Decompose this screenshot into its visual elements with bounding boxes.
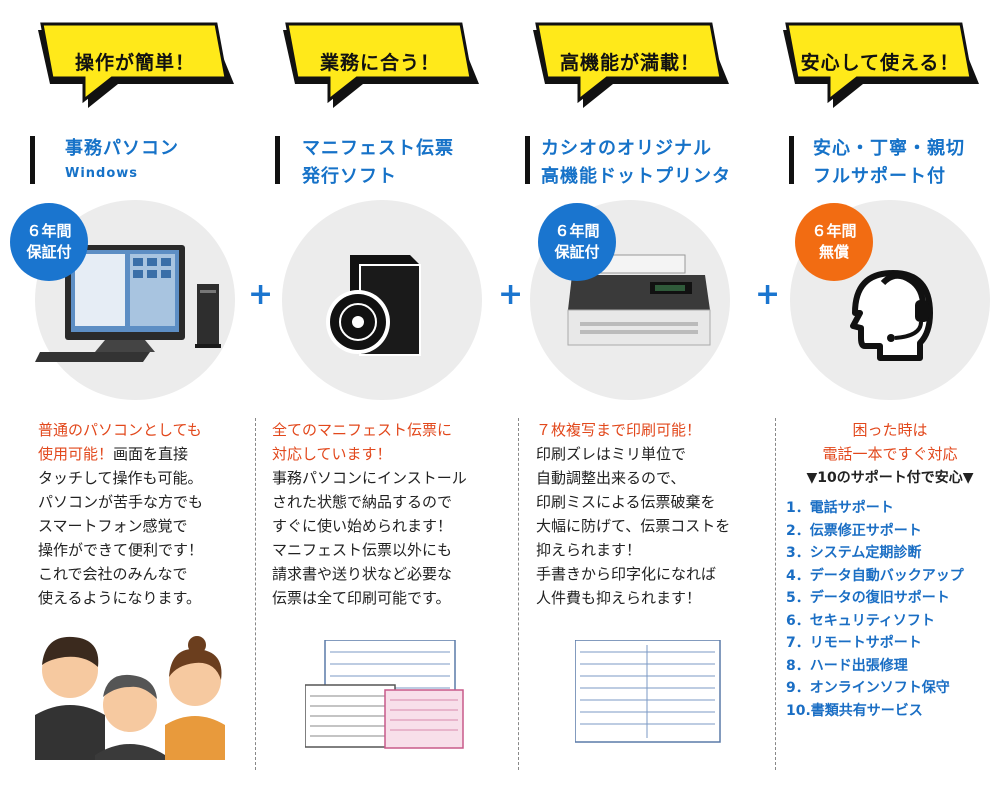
list-item: 2．伝票修正サポート	[786, 522, 922, 539]
body-text: 印刷ズレはミリ単位で	[536, 445, 687, 463]
body-text: 事務パソコンにインストール	[272, 469, 467, 487]
column-printer: 高機能が満載！ カシオのオリジナル 高機能ドットプリンタ	[525, 0, 755, 795]
heading-bar	[275, 136, 280, 184]
heading-line: 高機能ドットプリンタ	[541, 166, 731, 187]
column-divider	[518, 418, 519, 770]
body-text: 伝票は全て印刷可能です。	[272, 589, 451, 607]
heading-line: マニフェスト伝票	[302, 138, 454, 159]
bubble-text: 安心して使える！	[800, 52, 960, 74]
column-software: 業務に合う！ マニフェスト伝票 発行ソフト	[275, 0, 505, 795]
printer-icon	[567, 254, 711, 346]
body-text: これで会社のみんなで	[38, 565, 188, 583]
heading-line: 安心・丁寧・親切	[813, 138, 965, 159]
manifest-slips-image	[305, 640, 464, 749]
body-text: マニフェスト伝票以外にも	[272, 541, 453, 559]
badge-line: 保証付	[554, 243, 600, 261]
speech-bubble	[533, 22, 729, 108]
speech-bubble	[38, 22, 234, 108]
body-text: 自動調整出来るので、	[536, 469, 686, 487]
headset-icon	[850, 270, 933, 361]
body-text: 請求書や送り状など必要な	[272, 565, 453, 583]
description: 困った時は 電話一本ですぐ対応 ▼10のサポート付で安心▼	[780, 418, 1000, 490]
highlight-text: 対応しています！	[272, 445, 392, 463]
badge-line: ６年間	[554, 222, 600, 240]
description: ７枚複写まで印刷可能！ 印刷ズレはミリ単位で 自動調整出来るので、 印刷ミスによ…	[536, 418, 730, 610]
list-item: 8．ハード出張修理	[786, 657, 908, 674]
plus-sign: +	[498, 277, 524, 312]
free-support-badge: ６年間 無償	[795, 203, 873, 281]
column-divider	[775, 418, 776, 770]
highlight-text: 困った時は	[852, 421, 928, 439]
badge-line: ６年間	[26, 222, 72, 240]
speech-bubble	[783, 22, 979, 108]
bubble-text: 業務に合う！	[319, 52, 440, 74]
bubble-text: 高機能が満載！	[559, 52, 700, 74]
body-text: 画面を直接	[113, 445, 189, 463]
body-text: 印刷ミスによる伝票破棄を	[536, 493, 716, 511]
body-text: すぐに使い始められます！	[272, 517, 453, 535]
body-text: 人件費も抑えられます！	[536, 589, 702, 607]
heading-bar	[789, 136, 794, 184]
speech-bubble	[283, 22, 479, 108]
list-item: 3．システム定期診断	[786, 545, 922, 561]
office-people-illustration	[35, 636, 225, 760]
body-text: された状態で納品するので	[272, 493, 453, 511]
body-text: パソコンが苦手な方でも	[38, 493, 204, 511]
plus-sign: +	[755, 277, 781, 312]
body-text: 抑えられます！	[536, 541, 642, 559]
badge-line: ６年間	[811, 222, 857, 240]
body-text: タッチして操作も可能。	[38, 469, 203, 487]
highlight-text: 普通のパソコンとしても	[38, 421, 202, 439]
highlight-text: 電話一本ですぐ対応	[822, 445, 958, 463]
list-item: 6．セキュリティソフト	[786, 612, 935, 629]
body-text: スマートフォン感覚で	[38, 517, 188, 535]
heading-line: フルサポート付	[813, 166, 946, 187]
list-item: 5．データの復旧サポート	[786, 590, 950, 606]
plus-sign: +	[248, 277, 274, 312]
heading-bar	[30, 136, 35, 184]
highlight-text: 使用可能！	[38, 445, 114, 463]
list-item: 9．オンラインソフト保守	[786, 680, 950, 696]
column-support: 安心して使える！ 安心・丁寧・親切 フルサポート付	[775, 0, 1000, 795]
body-text: 操作ができて便利です！	[38, 541, 204, 559]
bubble-text: 操作が簡単！	[74, 52, 195, 74]
software-box-icon	[326, 255, 421, 356]
heading-bar	[525, 136, 530, 184]
support-title: ▼10のサポート付で安心▼	[806, 470, 974, 486]
body-text: 大幅に防げて、伝票コストを	[536, 517, 731, 535]
printed-slip-image	[575, 640, 721, 743]
badge-line: 無償	[818, 243, 849, 261]
highlight-text: 全てのマニフェスト伝票に	[272, 421, 453, 439]
list-item: 4．データ自動バックアップ	[786, 567, 964, 584]
highlight-text: ７枚複写まで印刷可能！	[536, 421, 702, 439]
support-list: 1．電話サポート 2．伝票修正サポート 3．システム定期診断 4．データ自動バッ…	[786, 497, 964, 722]
body-text: 手書きから印字化になれば	[536, 565, 717, 583]
list-item: 1．電話サポート	[786, 500, 894, 516]
column-divider	[255, 418, 256, 770]
warranty-badge: ６年間 保証付	[538, 203, 616, 281]
list-item: 10.書類共有サービス	[786, 702, 923, 719]
heading-line: カシオのオリジナル	[541, 138, 712, 159]
computer-icon	[35, 245, 221, 362]
warranty-badge: ６年間 保証付	[10, 203, 88, 281]
description: 全てのマニフェスト伝票に 対応しています！ 事務パソコンにインストール された状…	[272, 418, 467, 610]
heading-subline: Windows	[65, 166, 139, 181]
body-text: 使えるようになります。	[38, 589, 202, 607]
list-item: 7．リモートサポート	[786, 635, 922, 651]
column-computer: 操作が簡単！ 事務パソコン Windows	[30, 0, 260, 795]
heading-line: 発行ソフト	[302, 166, 397, 187]
description: 普通のパソコンとしても 使用可能！画面を直接 タッチして操作も可能。 パソコンが…	[38, 418, 203, 610]
heading-line: 事務パソコン	[65, 138, 179, 159]
badge-line: 保証付	[26, 243, 72, 261]
